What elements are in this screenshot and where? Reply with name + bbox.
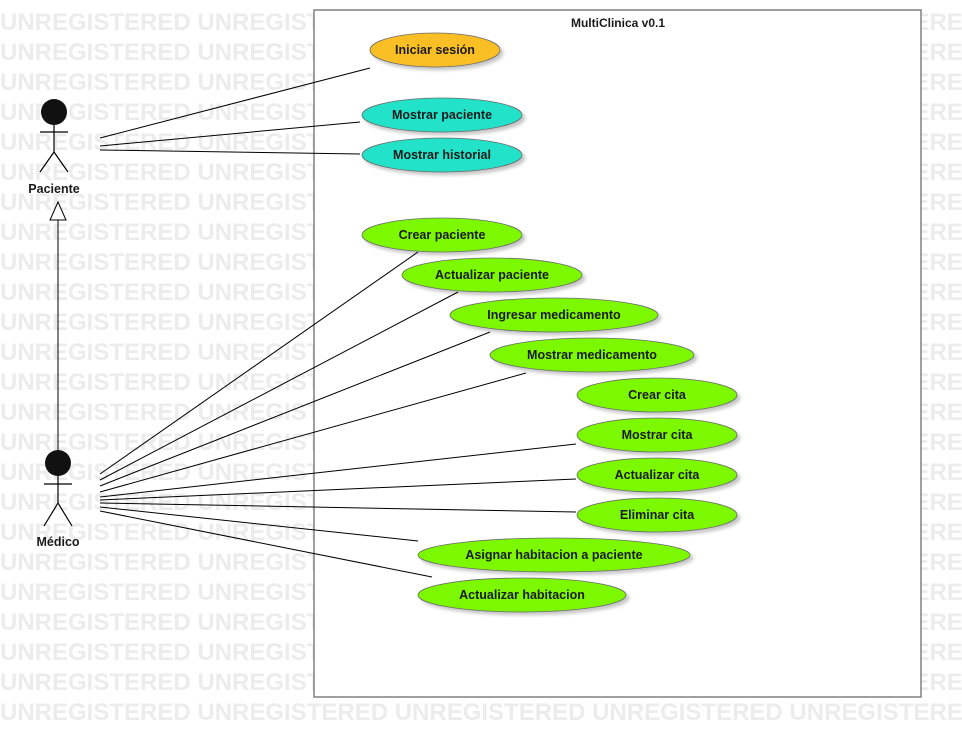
use-case-mostrar-medicamento-ellipse	[489, 337, 695, 373]
use-case-actualizar-cita-label: Actualizar cita	[615, 468, 701, 482]
association-medico-actualizar-paciente	[99, 291, 459, 481]
actor-medico-label: Médico	[36, 535, 79, 549]
use-case-ingresar-medicamento-label: Ingresar medicamento	[487, 308, 621, 322]
use-case-actualizar-habitacion-ellipse	[417, 577, 627, 613]
association-medico-eliminar-cita	[99, 502, 577, 513]
association-medico-mostrar-cita	[99, 443, 577, 498]
use-case-eliminar-cita-label: Eliminar cita	[620, 508, 695, 522]
use-case-crear-paciente-ellipse	[361, 217, 523, 253]
use-case-mostrar-historial-ellipse	[361, 137, 523, 173]
use-case-actualizar-paciente-label: Actualizar paciente	[435, 268, 549, 282]
use-case-actualizar-paciente-ellipse	[401, 257, 583, 293]
use-case-iniciar-sesion-label: Iniciar sesión	[395, 43, 475, 57]
use-case-iniciar-sesion[interactable]: Iniciar sesión	[369, 32, 501, 68]
use-case-crear-cita-ellipse	[576, 377, 738, 413]
use-case-mostrar-cita-label: Mostrar cita	[622, 428, 694, 442]
use-case-crear-cita[interactable]: Crear cita	[576, 377, 738, 413]
association-medico-ingresar-medicamento	[99, 331, 491, 487]
use-case-ingresar-medicamento[interactable]: Ingresar medicamento	[449, 297, 659, 333]
use-case-ingresar-medicamento-ellipse	[449, 297, 659, 333]
actor-paciente-head	[41, 99, 67, 125]
association-medico-mostrar-medicamento	[99, 372, 527, 493]
association-medico-actualizar-cita	[99, 478, 577, 501]
association-paciente-iniciar-sesion	[99, 67, 371, 139]
association-lines	[99, 67, 577, 578]
use-case-actualizar-habitacion[interactable]: Actualizar habitacion	[417, 577, 627, 613]
use-case-mostrar-medicamento-label: Mostrar medicamento	[527, 348, 657, 362]
use-case-mostrar-historial-label: Mostrar historial	[393, 148, 491, 162]
use-case-eliminar-cita-ellipse	[576, 497, 738, 533]
use-case-mostrar-medicamento[interactable]: Mostrar medicamento	[489, 337, 695, 373]
use-case-mostrar-paciente-label: Mostrar paciente	[392, 108, 492, 122]
use-case-asignar-habitacion[interactable]: Asignar habitacion a paciente	[417, 537, 691, 573]
actor-paciente-label: Paciente	[28, 182, 79, 196]
system-title: MultiClinica v0.1	[571, 16, 665, 30]
use-case-crear-paciente[interactable]: Crear paciente	[361, 217, 523, 253]
use-case-actualizar-habitacion-label: Actualizar habitacion	[459, 588, 585, 602]
association-medico-asignar-habitacion	[99, 506, 419, 542]
use-case-asignar-habitacion-ellipse	[417, 537, 691, 573]
association-paciente-mostrar-historial	[99, 149, 361, 155]
use-case-eliminar-cita[interactable]: Eliminar cita	[576, 497, 738, 533]
use-case-mostrar-paciente[interactable]: Mostrar paciente	[361, 97, 523, 133]
generalization-arrow	[49, 200, 67, 450]
watermark-row: UNREGISTERED UNREGISTERED UNREGISTERED U…	[0, 699, 962, 726]
use-case-actualizar-cita-ellipse	[576, 457, 738, 493]
use-case-mostrar-paciente-ellipse	[361, 97, 523, 133]
use-case-mostrar-cita-ellipse	[576, 417, 738, 453]
association-medico-crear-paciente	[99, 251, 419, 475]
use-case-mostrar-cita[interactable]: Mostrar cita	[576, 417, 738, 453]
use-case-actualizar-paciente[interactable]: Actualizar paciente	[401, 257, 583, 293]
actor-medico[interactable]: Médico	[36, 450, 80, 549]
use-case-crear-paciente-label: Crear paciente	[399, 228, 486, 242]
association-paciente-mostrar-paciente	[99, 121, 361, 147]
actor-paciente[interactable]: Paciente	[28, 99, 80, 196]
association-medico-actualizar-habitacion	[99, 510, 433, 578]
actor-medico-head	[45, 450, 71, 476]
use-case-asignar-habitacion-label: Asignar habitacion a paciente	[465, 548, 642, 562]
use-case-crear-cita-label: Crear cita	[628, 388, 687, 402]
use-case-actualizar-cita[interactable]: Actualizar cita	[576, 457, 738, 493]
use-case-iniciar-sesion-ellipse	[369, 32, 501, 68]
use-case-mostrar-historial[interactable]: Mostrar historial	[361, 137, 523, 173]
